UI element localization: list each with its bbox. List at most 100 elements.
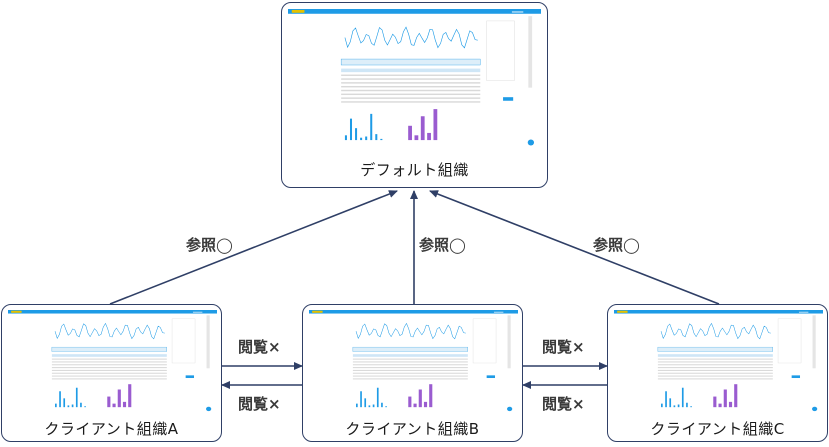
thumb-table-row: [657, 367, 773, 369]
thumb-bar-blue: [344, 135, 347, 141]
thumb-bar-blue: [370, 113, 373, 141]
edge-label-c-to-b: 閲覧×: [542, 395, 585, 413]
thumb-table-row: [341, 101, 481, 103]
thumb-bar-blue: [365, 136, 368, 141]
thumb-bar-purple: [713, 396, 717, 408]
node-label: デフォルト組織: [360, 161, 469, 179]
thumb-line-chart: [660, 322, 771, 340]
thumb-table-row: [51, 375, 167, 377]
thumb-bar-blue: [380, 138, 383, 141]
thumb-bar-blue: [360, 391, 362, 408]
thumb-bar-purple: [728, 401, 733, 408]
thumb-bar-blue: [355, 128, 358, 141]
thumb-bar-purple: [413, 403, 417, 408]
edge-label-a-to-b: 閲覧×: [238, 338, 281, 356]
node-client-c: クライアント組織C: [607, 304, 828, 442]
thumb-bar-purple: [128, 384, 132, 408]
thumb-logo: [312, 310, 323, 313]
thumb-side-panel: [777, 318, 802, 364]
thumb-bar-blue: [84, 406, 86, 408]
thumb-bar-purple: [429, 384, 433, 408]
thumb-table-header: [341, 68, 481, 73]
thumb-header-tabs: [192, 311, 203, 313]
thumb-range-slider: [657, 346, 773, 352]
thumb-table-row: [51, 369, 167, 371]
thumb-bar-blue: [63, 398, 66, 408]
edge-label-b-to-a: 閲覧×: [238, 395, 281, 413]
thumb-bar-blue: [67, 405, 70, 408]
node-client-b: クライアント組織B: [302, 304, 523, 442]
thumb-header-bar: [8, 310, 217, 314]
edge-c-to-default: [429, 190, 720, 305]
thumb-panel-button: [503, 97, 514, 101]
thumb-header-bar: [288, 9, 541, 14]
thumb-table-row: [352, 364, 468, 366]
thumb-bar-purple: [423, 401, 428, 408]
thumb-side-panel: [472, 318, 497, 364]
thumb-bar-blue: [372, 404, 375, 408]
thumb-bar-blue: [690, 406, 692, 408]
screenshot-thumbnail: [288, 9, 541, 152]
thumb-table-row: [657, 369, 773, 371]
thumb-bar-blue: [673, 405, 676, 408]
thumb-bar-blue: [681, 387, 684, 408]
thumb-bar-blue: [71, 404, 74, 408]
thumb-bar-blue: [59, 391, 61, 408]
thumb-scrollbar: [507, 315, 511, 369]
edge-label-a-to-default: 参照◯: [186, 236, 233, 254]
edge-label-b-to-c: 閲覧×: [542, 338, 585, 356]
thumb-bar-purple: [723, 389, 727, 408]
thumb-bar-purple: [418, 389, 422, 408]
thumb-table-row: [657, 372, 773, 374]
thumb-table-header: [51, 354, 167, 357]
thumb-table-header: [352, 354, 468, 357]
screenshot-thumbnail: [614, 310, 823, 416]
node-default-org: デフォルト組織: [281, 2, 548, 188]
thumb-bar-purple: [414, 135, 419, 141]
thumb-table-row: [51, 372, 167, 374]
thumb-table-row: [341, 74, 481, 76]
node-client-a: クライアント組織A: [1, 304, 222, 442]
thumb-fab-button: [206, 406, 212, 412]
thumb-logo: [11, 310, 22, 313]
thumb-logo: [617, 310, 628, 313]
thumb-table-row: [657, 375, 773, 377]
thumb-panel-button: [185, 375, 195, 379]
node-label: クライアント組織C: [650, 420, 785, 438]
thumb-table-row: [657, 378, 773, 380]
thumb-bar-purple: [122, 401, 127, 408]
thumb-table-row: [352, 369, 468, 371]
thumb-bar-blue: [55, 403, 57, 408]
thumb-header-bar: [614, 310, 823, 314]
thumb-range-slider: [340, 58, 481, 66]
thumb-side-panel: [486, 20, 515, 81]
thumb-bar-blue: [385, 406, 387, 408]
thumb-table-row: [51, 367, 167, 369]
thumb-bar-blue: [686, 402, 688, 408]
thumb-table-row: [341, 97, 481, 99]
thumb-table-row: [657, 361, 773, 363]
thumb-bar-blue: [75, 387, 78, 408]
thumb-line-chart: [54, 322, 165, 340]
thumb-table-row: [352, 375, 468, 377]
node-label: クライアント組織A: [44, 420, 179, 438]
thumb-header-tabs: [493, 311, 504, 313]
edge-a-to-default: [109, 190, 398, 305]
thumb-bar-blue: [665, 391, 667, 408]
thumb-header-bar: [309, 310, 518, 314]
thumb-table-row: [51, 361, 167, 363]
thumb-table-row: [341, 82, 481, 84]
thumb-bar-blue: [669, 398, 672, 408]
thumb-panel-button: [791, 375, 801, 379]
thumb-table-row: [341, 78, 481, 80]
thumb-bar-purple: [112, 403, 116, 408]
thumb-line-chart: [344, 26, 478, 49]
thumb-bar-blue: [349, 118, 353, 141]
thumb-bar-purple: [433, 109, 438, 141]
node-label: クライアント組織B: [345, 420, 480, 438]
thumb-header-tabs: [511, 11, 524, 13]
thumb-range-slider: [51, 346, 167, 352]
thumb-bar-purple: [117, 389, 121, 408]
thumb-bar-blue: [368, 405, 371, 408]
